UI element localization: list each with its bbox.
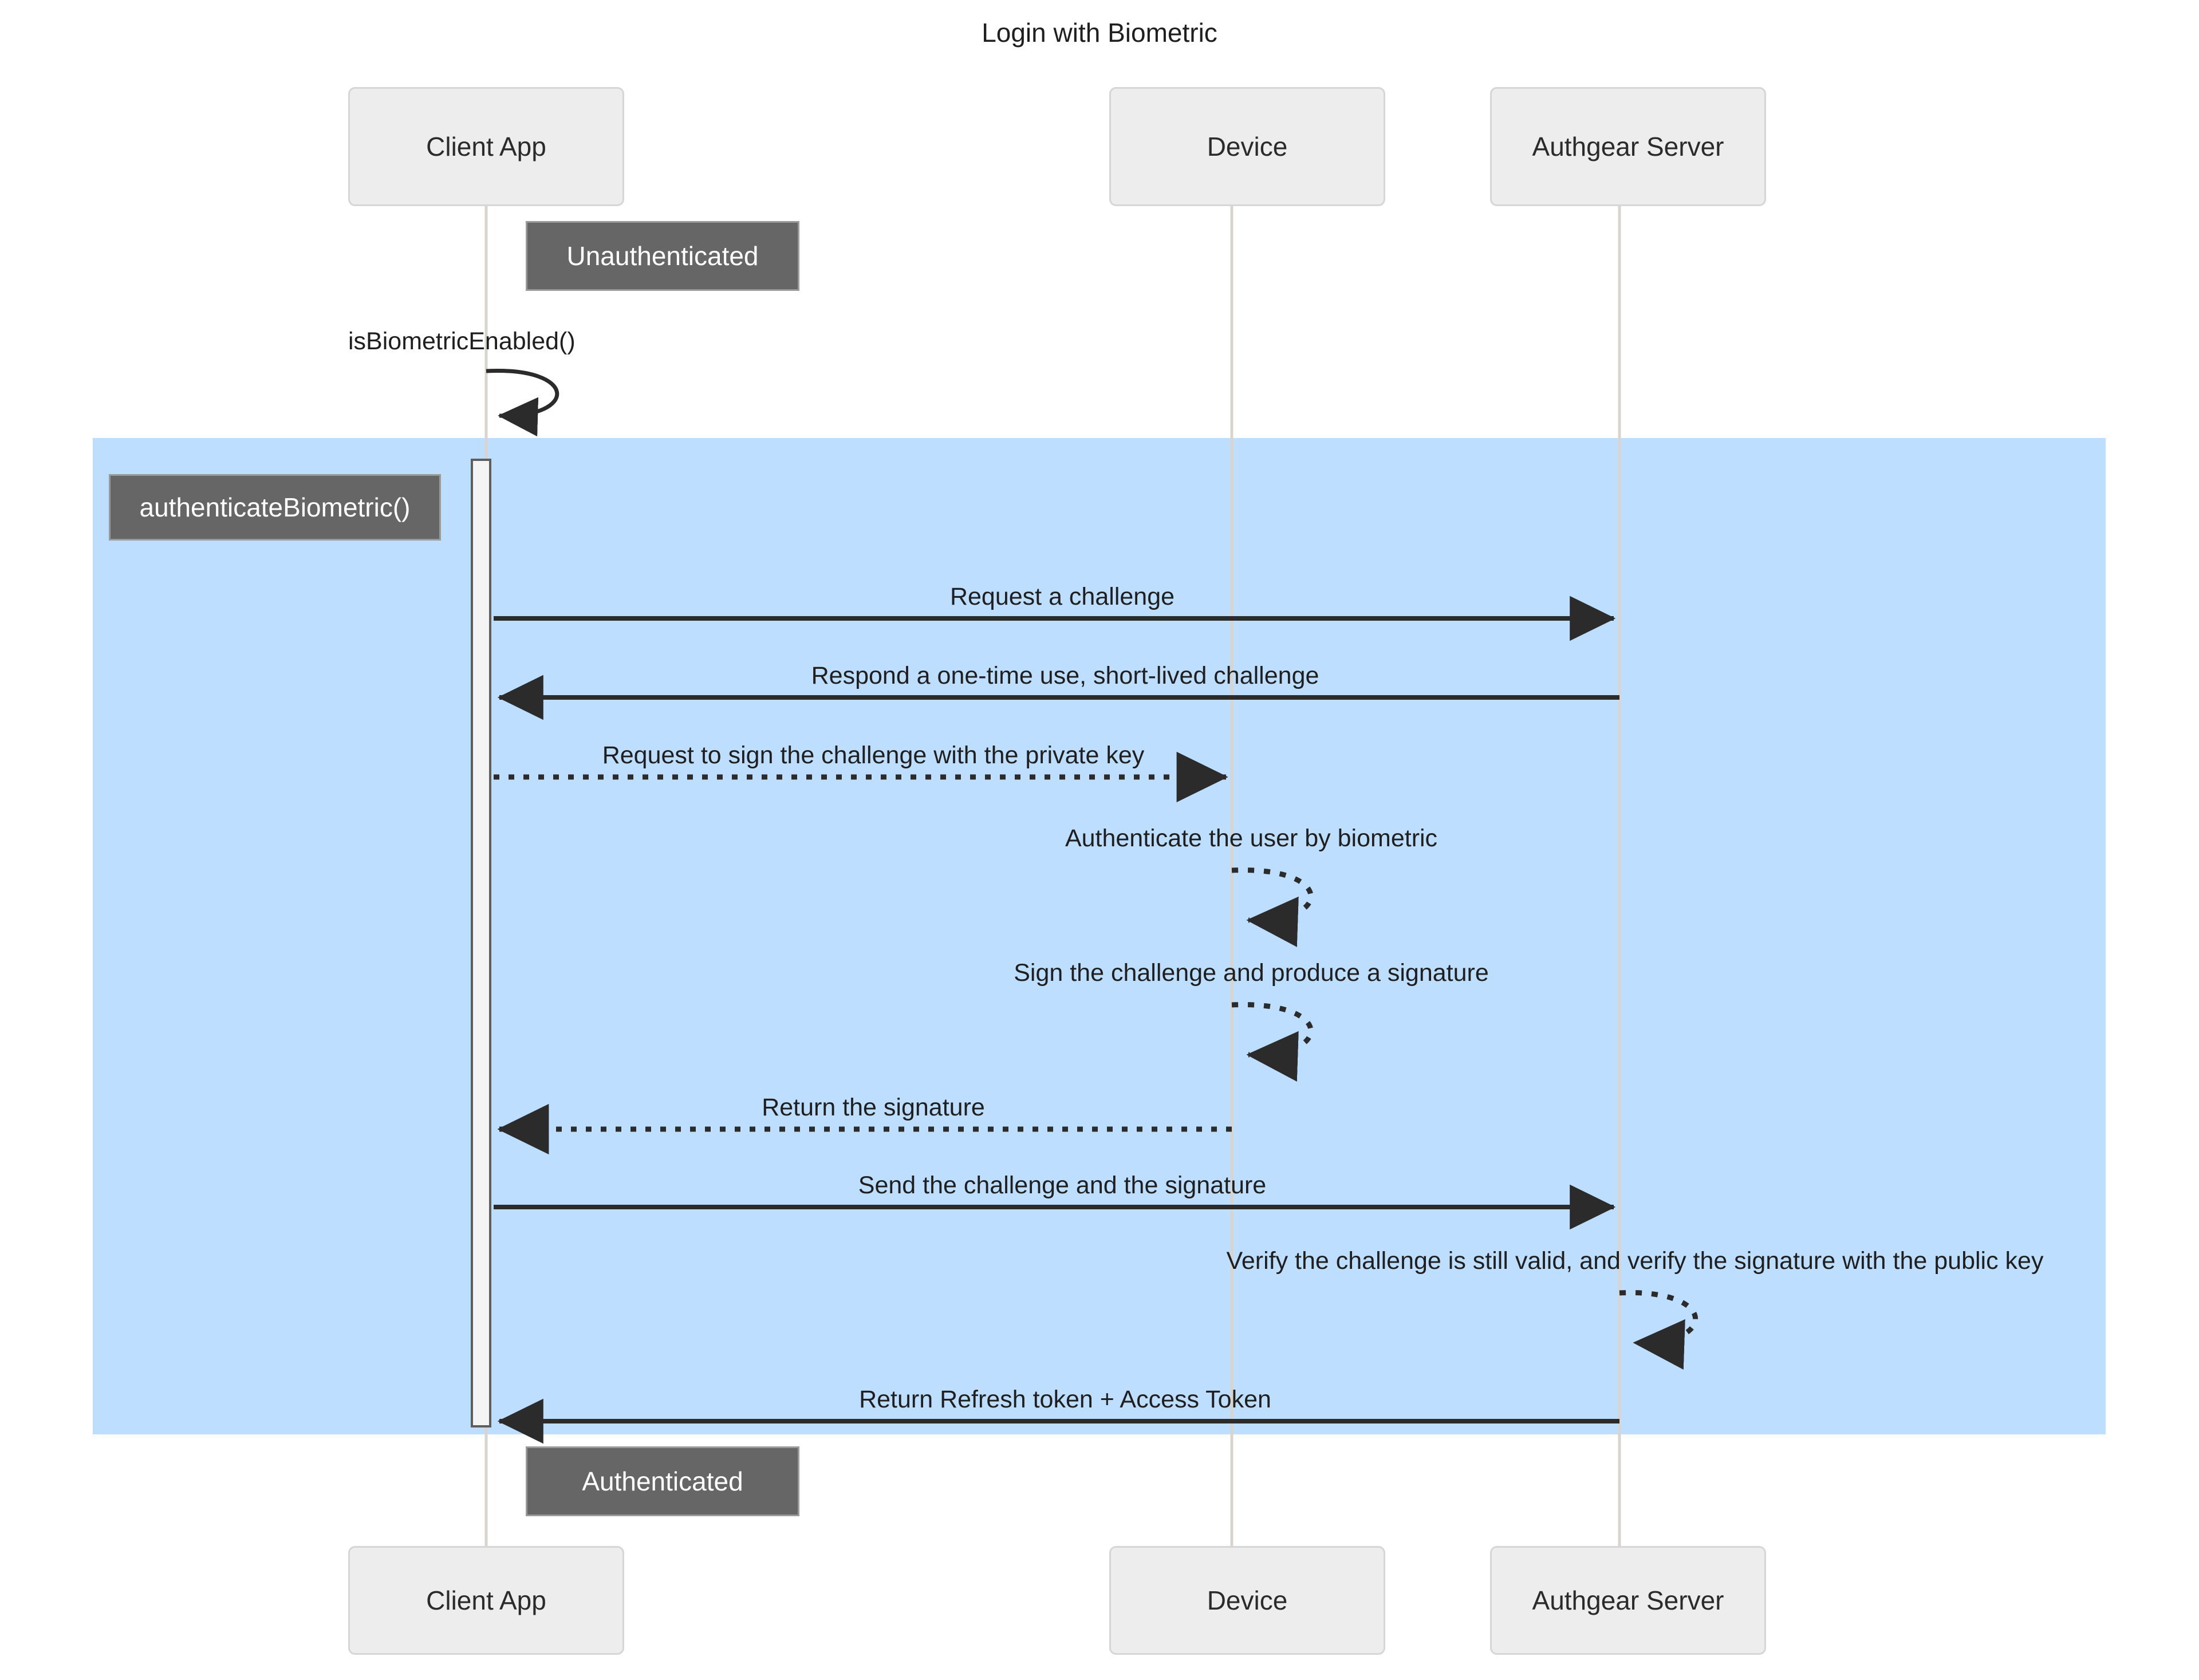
msg-label-sign-challenge: Sign the challenge and produce a signatu… [1014, 959, 1489, 987]
msg-label-authenticate-user: Authenticate the user by biometric [1065, 825, 1438, 852]
participant-label-device-bottom: Device [1207, 1586, 1288, 1615]
msg-label-respond-challenge: Respond a one-time use, short-lived chal… [811, 662, 1319, 689]
msg-label-return-tokens: Return Refresh token + Access Token [859, 1386, 1271, 1413]
note-unauthenticated-label: Unauthenticated [566, 241, 759, 271]
participant-label-client-bottom: Client App [426, 1586, 546, 1615]
fragment-label-box: authenticateBiometric() [109, 474, 441, 541]
participant-box-server-top[interactable]: Authgear Server [1490, 87, 1766, 206]
fragment-authenticate-biometric [93, 438, 2106, 1434]
diagram-title: Login with Biometric [982, 18, 1217, 48]
participant-box-device-top[interactable]: Device [1109, 87, 1385, 206]
note-unauthenticated: Unauthenticated [526, 221, 799, 291]
activation-bar-client [471, 459, 491, 1427]
msg-label-return-signature: Return the signature [762, 1094, 985, 1121]
msg-label-verify-challenge: Verify the challenge is still valid, and… [1226, 1247, 2044, 1275]
participant-box-client-bottom[interactable]: Client App [348, 1546, 624, 1655]
note-authenticated: Authenticated [526, 1446, 799, 1516]
participant-label-client-top: Client App [426, 132, 546, 161]
msg-label-request-challenge: Request a challenge [949, 583, 1175, 610]
participant-label-server-bottom: Authgear Server [1532, 1586, 1724, 1615]
participant-label-device-top: Device [1207, 132, 1288, 161]
participant-box-device-bottom[interactable]: Device [1109, 1546, 1385, 1655]
participant-box-server-bottom[interactable]: Authgear Server [1490, 1546, 1766, 1655]
fragment-label: authenticateBiometric() [139, 492, 411, 522]
msg-label-request-sign: Request to sign the challenge with the p… [602, 742, 1145, 769]
msg-label-send-challenge-signature: Send the challenge and the signature [858, 1172, 1267, 1199]
arrow-msg-verify-challenge [1619, 1290, 1698, 1370]
participant-label-server-top: Authgear Server [1532, 132, 1724, 161]
msg-label-is-biometric-enabled: isBiometricEnabled() [348, 328, 576, 355]
arrow-msg-authenticate-user [1231, 867, 1314, 947]
arrow-msg-sign-challenge [1231, 1002, 1314, 1082]
arrow-msg-is-biometric-enabled [486, 369, 559, 437]
lifeline-group [484, 206, 1621, 1546]
participant-box-client-top[interactable]: Client App [348, 87, 624, 206]
note-authenticated-label: Authenticated [582, 1466, 743, 1496]
